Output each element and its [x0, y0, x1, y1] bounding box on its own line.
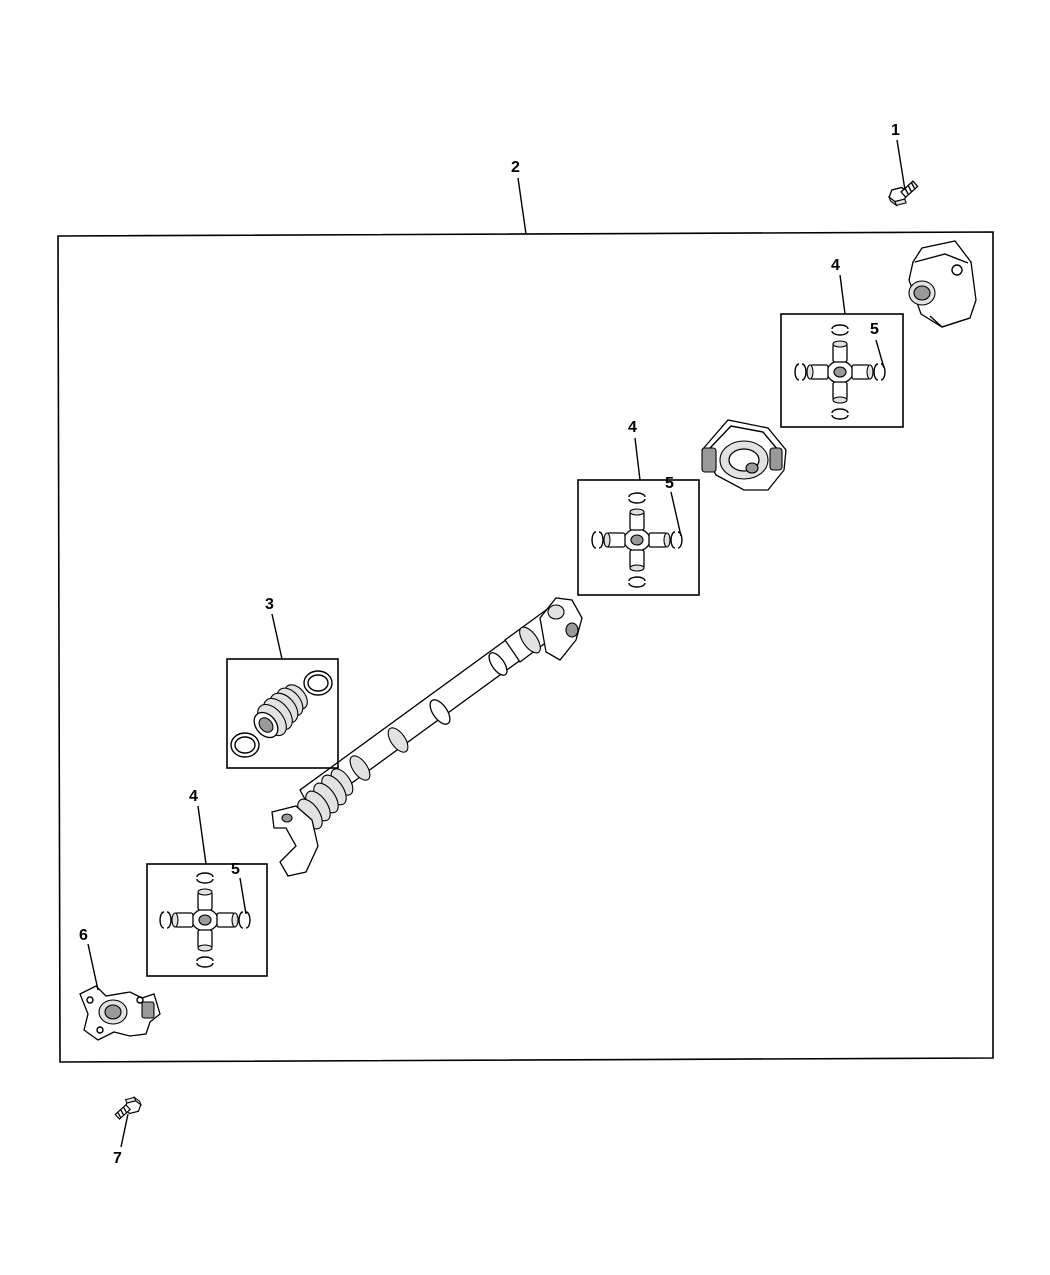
leader-line-6 — [87, 943, 99, 991]
ujoint-kit-box-middle — [577, 479, 700, 596]
ujoint-kit-box-upper — [780, 313, 904, 428]
universal-joint-icon — [591, 492, 683, 588]
flange-yoke-icon — [79, 985, 161, 1041]
callout-1: 1 — [891, 122, 900, 139]
leader-line-4-middle — [634, 437, 641, 481]
callout-5-middle: 5 — [665, 475, 674, 492]
callout-2: 2 — [511, 159, 520, 176]
callout-4-upper: 4 — [831, 257, 840, 274]
callout-3: 3 — [265, 596, 274, 613]
leader-line-7 — [120, 1113, 129, 1148]
callout-7: 7 — [113, 1150, 122, 1167]
driveshaft-tube-icon — [271, 597, 583, 877]
flange-yoke-icon — [908, 240, 977, 328]
leader-line-4-upper — [839, 274, 846, 315]
boot-kit-box — [226, 658, 339, 769]
callout-5-lower: 5 — [231, 861, 240, 878]
universal-joint-icon — [159, 872, 251, 968]
boot-kit-icon — [230, 670, 333, 758]
leader-line-3 — [271, 613, 283, 660]
leader-line-2 — [517, 177, 527, 235]
leader-line-5-lower — [239, 877, 247, 915]
callout-4-lower: 4 — [189, 788, 198, 805]
leader-line-5-upper — [875, 339, 885, 369]
leader-line-1 — [896, 139, 906, 191]
callout-6: 6 — [79, 927, 88, 944]
leader-line-5-middle — [670, 491, 682, 537]
universal-joint-icon — [794, 324, 886, 420]
center-bearing-icon — [701, 419, 787, 491]
callout-4-middle: 4 — [628, 419, 637, 436]
leader-line-4-lower — [197, 805, 207, 865]
callout-5-upper: 5 — [870, 321, 879, 338]
ujoint-kit-box-lower — [146, 863, 268, 977]
assembly-frame — [57, 231, 994, 1063]
